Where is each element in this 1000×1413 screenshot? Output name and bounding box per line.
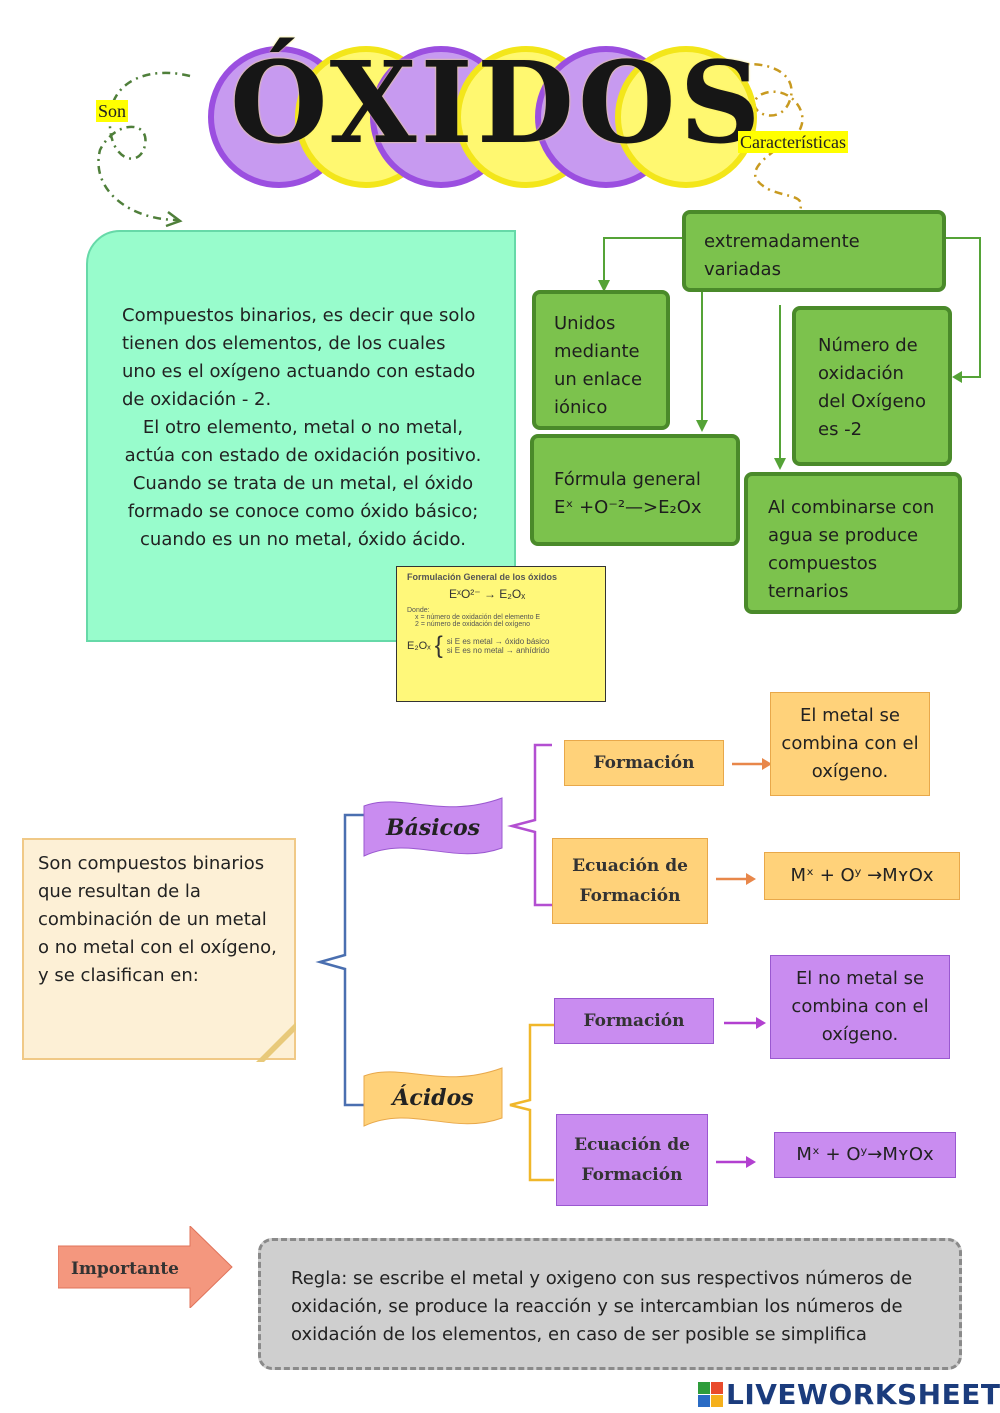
liveworksheets-logo: LIVEWORKSHEETS bbox=[698, 1378, 1000, 1411]
important-label: Importante bbox=[70, 1259, 180, 1279]
flag-shape bbox=[363, 797, 503, 857]
page-title: ÓXIDOS bbox=[230, 38, 765, 169]
char-formula: Fórmula general Eˣ +O⁻²—>E₂Ox bbox=[530, 434, 740, 546]
formula-image-item2: 2 = número de oxidación del oxígeno bbox=[415, 621, 530, 628]
acidos-formacion-label: Formación bbox=[554, 998, 714, 1044]
page-curl-icon bbox=[256, 1022, 296, 1062]
formula-image-case1: si E es metal → óxido básico bbox=[446, 637, 550, 646]
char-agua: Al combinarse con agua se produce compue… bbox=[744, 472, 962, 614]
char-formula-equation: Eˣ +O⁻²—>E₂Ox bbox=[554, 497, 702, 518]
classification-intro: Son compuestos binarios que resultan de … bbox=[22, 838, 296, 1060]
formula-image-case2: si E es no metal → anhídrido bbox=[446, 646, 550, 655]
logo-text: LIVEWORKSHEETS bbox=[726, 1378, 1000, 1411]
acidos-ecuacion-text: Mˣ + Oʸ→MʏOx bbox=[774, 1132, 956, 1178]
formula-image-equation: EˣO²⁻ → E₂Oₓ bbox=[449, 587, 526, 601]
logo-icon bbox=[698, 1381, 723, 1407]
definition-box: Compuestos binarios, es decir que solo t… bbox=[86, 230, 516, 642]
formula-image-lhs: E₂Oₓ bbox=[407, 640, 431, 652]
char-formula-label: Fórmula general bbox=[554, 469, 701, 490]
important-arrow-icon bbox=[58, 1226, 233, 1308]
definition-paragraph-2: El otro elemento, metal o no metal, actú… bbox=[124, 417, 482, 550]
title-circle bbox=[615, 46, 757, 188]
formula-image-donde: Donde: bbox=[407, 607, 430, 614]
acidos-formacion-text: El no metal se combina con el oxígeno. bbox=[770, 955, 950, 1059]
formula-image-heading: Formulación General de los óxidos bbox=[407, 572, 558, 582]
basicos-ecuacion-label: Ecuación de Formación bbox=[552, 838, 708, 924]
basicos-ecuacion-text: Mˣ + Oʸ →MʏOx bbox=[764, 852, 960, 900]
formula-image: Formulación General de los óxidos EˣO²⁻ … bbox=[396, 566, 606, 702]
formula-image-brace: { bbox=[434, 632, 443, 659]
flag-basicos: Básicos bbox=[385, 815, 481, 841]
rule-box: Regla: se escribe el metal y oxigeno con… bbox=[258, 1238, 962, 1370]
basicos-formacion-text: El metal se combina con el oxígeno. bbox=[770, 692, 930, 796]
flag-acidos: Ácidos bbox=[392, 1085, 474, 1111]
char-ionico: Unidos mediante un enlace iónico bbox=[532, 290, 670, 430]
flag-shape bbox=[363, 1067, 503, 1127]
char-oxidacion: Número de oxidación del Oxígeno es -2 bbox=[792, 306, 952, 466]
acidos-ecuacion-label: Ecuación de Formación bbox=[556, 1114, 708, 1206]
formula-image-item1: x = número de oxidación del elemento E bbox=[415, 614, 541, 621]
tag-caracteristicas: Características bbox=[738, 131, 848, 153]
char-variadas: extremadamente variadas bbox=[682, 210, 946, 292]
tag-son: Son bbox=[96, 100, 129, 122]
basicos-formacion-label: Formación bbox=[564, 740, 724, 786]
definition-paragraph-1: Compuestos binarios, es decir que solo t… bbox=[122, 305, 476, 410]
